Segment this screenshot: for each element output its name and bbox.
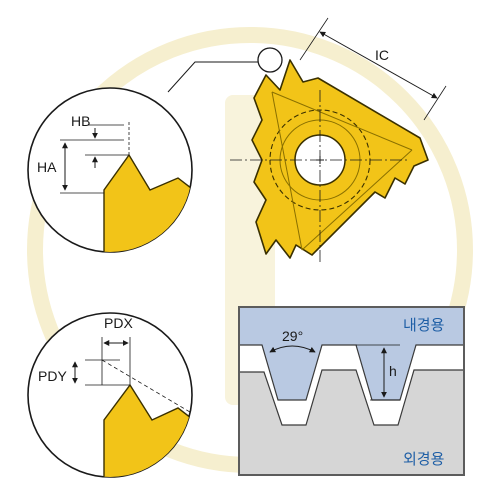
external-thread-profile	[239, 369, 464, 475]
hb-label: HB	[71, 113, 90, 129]
thread-profile-panel: 29° h 내경용 외경용	[238, 306, 465, 476]
tip-highlight-circle	[257, 47, 283, 73]
ic-dimension: IC	[299, 17, 447, 121]
ha-label: HA	[37, 159, 57, 175]
angle-label: 29°	[282, 328, 303, 344]
h-label: h	[389, 363, 397, 379]
detail-circle-pdx-pdy: PDX PDY	[27, 312, 193, 478]
ic-label: IC	[375, 47, 389, 63]
internal-label: 내경용	[403, 316, 444, 334]
pdy-label: PDY	[38, 368, 67, 384]
pdx-label: PDX	[104, 315, 133, 331]
threading-insert	[230, 59, 429, 265]
detail-circle-ha-hb: HB HA	[27, 87, 193, 253]
external-label: 외경용	[403, 450, 444, 468]
leader-line	[167, 61, 258, 93]
